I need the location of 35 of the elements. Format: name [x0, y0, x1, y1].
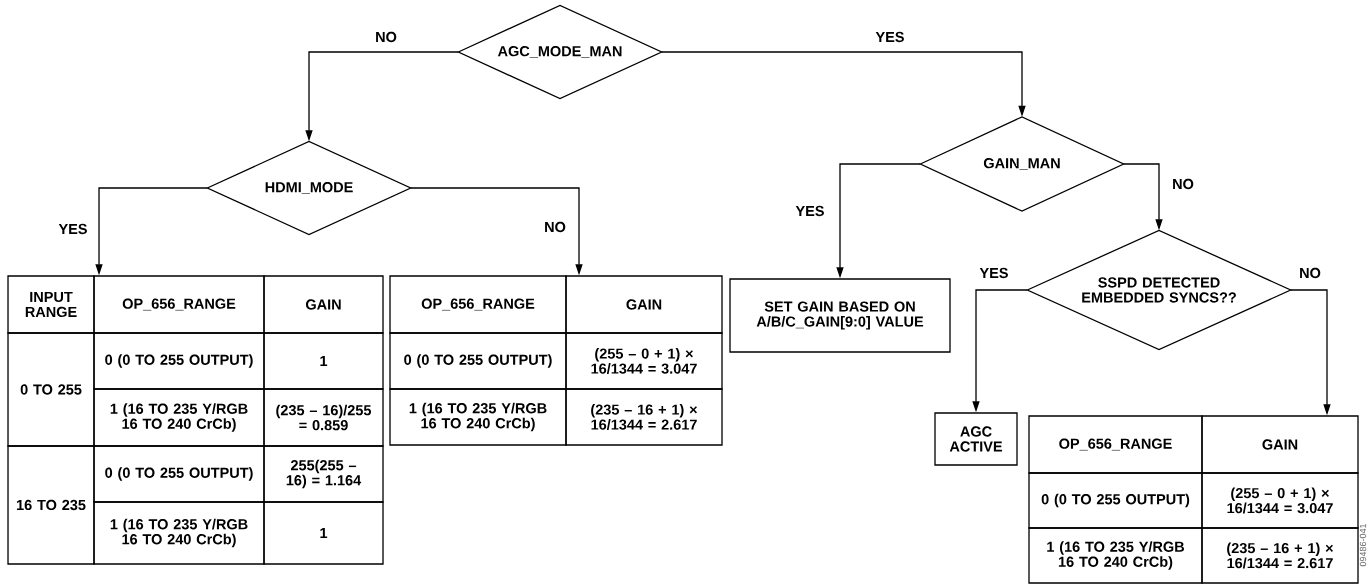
table-cell: (255 – 0 + 1) × 16/1344 = 3.047	[565, 332, 723, 390]
table-cell: 0 (0 TO 255 OUTPUT)	[389, 332, 567, 390]
table-cell: GAIN	[263, 275, 384, 334]
edge-label: YES	[874, 30, 906, 44]
table-cell: GAIN	[1201, 415, 1359, 474]
table-cell: (235 – 16 + 1) × 16/1344 = 2.617	[1201, 527, 1359, 584]
table-cell: OP_656_RANGE	[389, 275, 567, 334]
table-cell: 1	[263, 332, 384, 390]
table-cell: 1 (16 TO 235 Y/RGB 16 TO 240 CrCb)	[1028, 527, 1203, 584]
table-cell: 16 TO 235	[7, 445, 95, 565]
table-cell: 0 (0 TO 255 OUTPUT)	[93, 445, 265, 503]
table-cell: INPUT RANGE	[7, 275, 95, 334]
table-cell: GAIN	[565, 275, 723, 334]
table-cell: 0 TO 255	[7, 332, 95, 447]
edge-label: YES	[57, 222, 89, 236]
table-cell: (235 – 16 + 1) × 16/1344 = 2.617	[565, 388, 723, 446]
process-box: SET GAIN BASED ON A/B/C_GAIN[9:0] VALUE	[729, 278, 951, 353]
edge-label: YES	[794, 204, 826, 218]
table-cell: 1 (16 TO 235 Y/RGB 16 TO 240 CrCb)	[389, 388, 567, 446]
table-cell: 0 (0 TO 255 OUTPUT)	[1028, 472, 1203, 529]
edge-label: NO	[543, 220, 567, 234]
table-cell: (255 – 0 + 1) × 16/1344 = 3.047	[1201, 472, 1359, 529]
table-cell: 1 (16 TO 235 Y/RGB 16 TO 240 CrCb)	[93, 388, 265, 447]
table-cell: 0 (0 TO 255 OUTPUT)	[93, 332, 265, 390]
edge-label: NO	[1298, 266, 1322, 280]
edge-label: NO	[374, 30, 398, 44]
edge-label: NO	[1171, 177, 1195, 191]
table-cell: OP_656_RANGE	[1028, 415, 1203, 474]
table-cell: OP_656_RANGE	[93, 275, 265, 334]
table-cell: 255(255 – 16) = 1.164	[263, 445, 384, 503]
process-box: AGC ACTIVE	[934, 412, 1018, 466]
table-cell: (235 – 16)/255 = 0.859	[263, 388, 384, 447]
table-cell: 1 (16 TO 235 Y/RGB 16 TO 240 CrCb)	[93, 501, 265, 565]
table-cell: 1	[263, 501, 384, 565]
edge-label: YES	[978, 266, 1010, 280]
